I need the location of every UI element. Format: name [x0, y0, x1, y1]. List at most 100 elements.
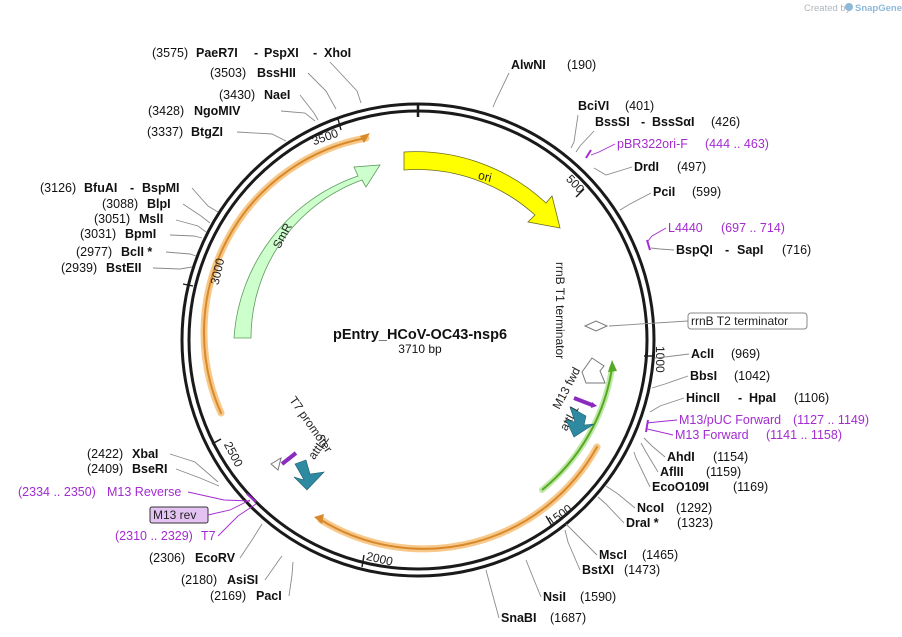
- site-pcii-name[interactable]: PciI: [653, 185, 675, 199]
- site-asisi-name[interactable]: AsiSI: [227, 573, 258, 587]
- m13-rev-box-lead: [207, 499, 251, 516]
- site-eco0109i-name[interactable]: EcoO109I: [652, 480, 709, 494]
- primer-l4440-name[interactable]: L4440: [668, 221, 703, 235]
- tick-2500: [211, 438, 222, 445]
- tick-3000: [182, 283, 194, 287]
- t7-promoter-icon[interactable]: [270, 456, 282, 471]
- rrnb-t2-terminator-icon[interactable]: [583, 320, 609, 332]
- m13-puc-primer-mark[interactable]: [645, 419, 649, 433]
- m13-reverse-primer-mark[interactable]: [246, 493, 257, 503]
- site-bstxi-position: (1473): [624, 563, 660, 577]
- primer-m13fwd-range: (1141 .. 1158): [766, 428, 842, 442]
- primer-m13-reverse-lead: [187, 491, 251, 502]
- rrnb-t1-terminator-icon[interactable]: [581, 357, 606, 384]
- primer-pbr322-name[interactable]: pBR322ori-F: [617, 137, 688, 151]
- site-ahdi-position: (1154): [713, 450, 748, 464]
- site-bseri-name[interactable]: BseRI: [132, 462, 167, 476]
- site-eco0109i-lead: [633, 451, 651, 488]
- site-bsshii-name[interactable]: BssHII: [257, 66, 296, 80]
- site-paci-name[interactable]: PacI: [256, 589, 282, 603]
- site-btgzi-name[interactable]: BtgZI: [191, 125, 223, 139]
- site-bsshii-lead: [307, 72, 337, 110]
- site-bcivi-name[interactable]: BciVI: [578, 99, 609, 113]
- orf-arc-left-arrowhead: [360, 133, 370, 143]
- site-hincii-position: (1106): [794, 391, 829, 405]
- rrnb-t2-label: rrnB T2 terminator: [691, 314, 788, 328]
- site-bspmi-name[interactable]: BspMI: [142, 181, 180, 195]
- pbr322-primer-mark[interactable]: [585, 149, 592, 159]
- green-arc-arrowhead: [608, 360, 617, 372]
- site-btgzi-position: (3337): [147, 125, 183, 139]
- site-msci-name[interactable]: MscI: [599, 548, 627, 562]
- site-bcivi-lead: [570, 114, 579, 149]
- site-ncoi-name[interactable]: NcoI: [637, 501, 664, 515]
- site-dash-6: -: [738, 391, 742, 405]
- primer-m13fwd-name[interactable]: M13 Forward: [675, 428, 749, 442]
- site-paer7i-name[interactable]: PaeR7I: [196, 46, 238, 60]
- tick-label-1000: 1000: [653, 346, 667, 373]
- site-bbsi-name[interactable]: BbsI: [690, 369, 717, 383]
- site-asisi-lead: [264, 555, 283, 581]
- site-aflii-name[interactable]: AflII: [660, 465, 684, 479]
- site-blpi-name[interactable]: BlpI: [147, 197, 171, 211]
- site-drai-name[interactable]: DraI *: [626, 516, 659, 530]
- tick-label-2000: 2000: [365, 549, 394, 569]
- site-aflii-lead: [640, 442, 659, 473]
- primer-t7-lead: [217, 503, 257, 537]
- site-ngomiv-name[interactable]: NgoMIV: [194, 104, 241, 118]
- primer-m13-reverse-name[interactable]: M13 Reverse: [107, 485, 181, 499]
- site-bspqi-lead: [650, 247, 675, 251]
- attl1-feature-arrow[interactable]: [565, 406, 595, 438]
- site-bfuai-name[interactable]: BfuAI: [84, 181, 117, 195]
- site-bsssi-name[interactable]: BssSI: [595, 115, 630, 129]
- primer-t7-name[interactable]: T7: [201, 529, 216, 543]
- site-dash-2: -: [313, 46, 317, 60]
- m13-fwd-primer-bar[interactable]: [573, 396, 593, 407]
- site-ahdi-name[interactable]: AhdI: [667, 450, 695, 464]
- attl2-feature-arrow[interactable]: [293, 459, 325, 491]
- site-pspxi-name[interactable]: PspXI: [264, 46, 299, 60]
- site-xbai-position: (2422): [87, 447, 123, 461]
- site-hpai-name[interactable]: HpaI: [749, 391, 776, 405]
- ori-feature-arrow[interactable]: [403, 151, 561, 229]
- site-bcli-position: (2977): [76, 245, 112, 259]
- site-msli-lead: [175, 219, 207, 233]
- site-ecorv-name[interactable]: EcoRV: [195, 551, 236, 565]
- site-bspqi-name[interactable]: BspQI: [676, 243, 713, 257]
- m13-fwd-label: M13 fwd: [550, 365, 584, 412]
- site-pcii-lead: [619, 192, 652, 211]
- smr-feature-arrow[interactable]: [233, 164, 381, 339]
- site-drai-lead: [597, 496, 625, 524]
- site-drdi-name[interactable]: DrdI: [634, 160, 659, 174]
- site-msli-position: (3051): [94, 212, 130, 226]
- site-ngomiv-position: (3428): [148, 104, 184, 118]
- m13-rev-primer-bar[interactable]: [280, 451, 298, 466]
- site-xbai-lead: [169, 453, 219, 483]
- site-hincii-name[interactable]: HincII: [686, 391, 720, 405]
- site-acli-name[interactable]: AclI: [691, 347, 714, 361]
- site-xbai-name[interactable]: XbaI: [132, 447, 158, 461]
- site-bsteii-name[interactable]: BstEII: [106, 261, 141, 275]
- site-snabi-name[interactable]: SnaBI: [501, 611, 536, 625]
- site-pcii-position: (599): [692, 185, 721, 199]
- primer-pbr322-lead: [590, 143, 616, 156]
- site-snabi-position: (1687): [550, 611, 586, 625]
- site-bsssai-name[interactable]: BssSαI: [652, 115, 694, 129]
- site-alwni-name[interactable]: AlwNI: [511, 58, 546, 72]
- site-msci-position: (1465): [642, 548, 678, 562]
- site-nsii-name[interactable]: NsiI: [543, 590, 566, 604]
- site-xhoi-name[interactable]: XhoI: [324, 46, 351, 60]
- site-blpi-lead: [182, 203, 211, 224]
- site-msli-name[interactable]: MslI: [139, 212, 163, 226]
- site-sapi-name[interactable]: SapI: [737, 243, 763, 257]
- orf-arc-bottom: [320, 446, 598, 550]
- site-bcli-name[interactable]: BclI *: [121, 245, 152, 259]
- site-drdi-position: (497): [677, 160, 706, 174]
- site-bstxi-name[interactable]: BstXI: [582, 563, 614, 577]
- site-bpmi-name[interactable]: BpmI: [125, 227, 156, 241]
- site-bcli-lead: [165, 251, 197, 257]
- site-naei-name[interactable]: NaeI: [264, 88, 290, 102]
- rrnb-t2-label-box[interactable]: [687, 312, 808, 330]
- primer-m13puc-name[interactable]: M13/pUC Forward: [679, 413, 781, 427]
- l4440-primer-mark[interactable]: [646, 239, 651, 251]
